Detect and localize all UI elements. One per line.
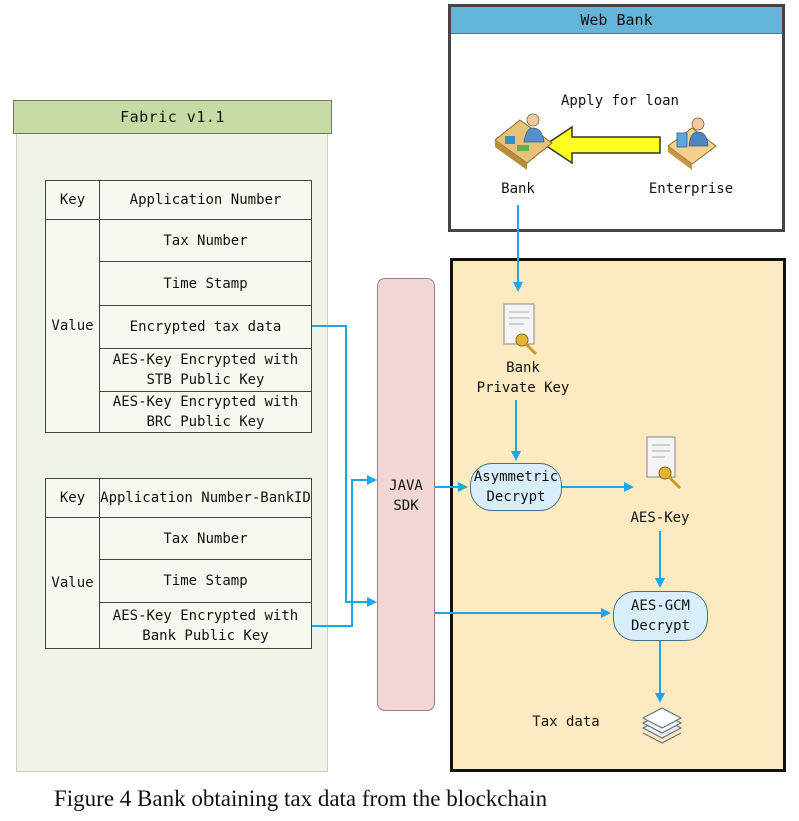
enterprise-person-icon xyxy=(667,117,717,170)
table1-row-stb-line2: STB Public Key xyxy=(146,372,265,388)
bank-private-key-label: Bank Private Key xyxy=(468,358,578,398)
table2-row-bank-line1: AES-Key Encrypted with xyxy=(112,607,299,624)
asymmetric-decrypt-line1: Asymmetric xyxy=(473,469,559,485)
asymmetric-decrypt-node: Asymmetric Decrypt xyxy=(470,463,562,511)
table1-row-time-stamp: Time Stamp xyxy=(99,261,312,306)
table1-row-stb-key: AES-Key Encrypted with STB Public Key xyxy=(99,348,312,392)
figure-caption: Figure 4 Bank obtaining tax data from th… xyxy=(54,786,548,811)
table1-value-label: Value xyxy=(45,219,100,433)
fabric-header: Fabric v1.1 xyxy=(13,100,332,134)
table1-row-tax-number: Tax Number xyxy=(99,219,312,262)
table2-key-label: Key xyxy=(45,478,100,518)
table1-row-brc-line1: AES-Key Encrypted with xyxy=(112,394,299,410)
enterprise-label: Enterprise xyxy=(648,181,734,197)
webbank-header: Web Bank xyxy=(451,7,782,34)
bank-person-icon xyxy=(494,113,553,170)
aes-key-label: AES-Key xyxy=(630,510,690,526)
table1-row-stb-line1: AES-Key Encrypted with xyxy=(112,352,299,368)
tax-data-label: Tax data xyxy=(532,714,600,730)
webbank-panel xyxy=(448,4,785,232)
table2-value-label: Value xyxy=(45,517,100,649)
tax-data-stack-icon xyxy=(641,707,683,744)
private-key-document-icon xyxy=(503,303,538,356)
apply-for-loan-label: Apply for loan xyxy=(560,93,679,109)
bank-private-key-line2: Private Key xyxy=(476,380,570,396)
java-sdk-label: JAVA SDK xyxy=(377,476,435,516)
aes-key-document-icon xyxy=(646,436,682,490)
table2-row-time-stamp: Time Stamp xyxy=(99,559,312,603)
table2-row-bank-line2: Bank Public Key xyxy=(142,627,269,644)
java-sdk-line1: JAVA xyxy=(389,478,423,494)
aes-gcm-decrypt-line2: Decrypt xyxy=(630,618,690,634)
bank-label: Bank xyxy=(501,181,535,197)
apply-for-loan-arrow xyxy=(543,125,661,165)
asymmetric-decrypt-line2: Decrypt xyxy=(486,489,546,505)
table2-row-bank-key: AES-Key Encrypted with Bank Public Key xyxy=(99,602,312,649)
table1-row-brc-line2: BRC Public Key xyxy=(146,414,265,430)
table1-row-brc-key: AES-Key Encrypted with BRC Public Key xyxy=(99,391,312,433)
java-sdk-bar xyxy=(377,278,435,711)
java-sdk-line2: SDK xyxy=(393,498,419,514)
table1-row-encrypted-tax-data: Encrypted tax data xyxy=(99,305,312,349)
aes-gcm-decrypt-node: AES-GCM Decrypt xyxy=(613,591,708,641)
table2-key-value: Application Number-BankID xyxy=(99,478,312,518)
bank-private-key-line1: Bank xyxy=(506,360,540,376)
aes-gcm-decrypt-line1: AES-GCM xyxy=(630,598,690,614)
